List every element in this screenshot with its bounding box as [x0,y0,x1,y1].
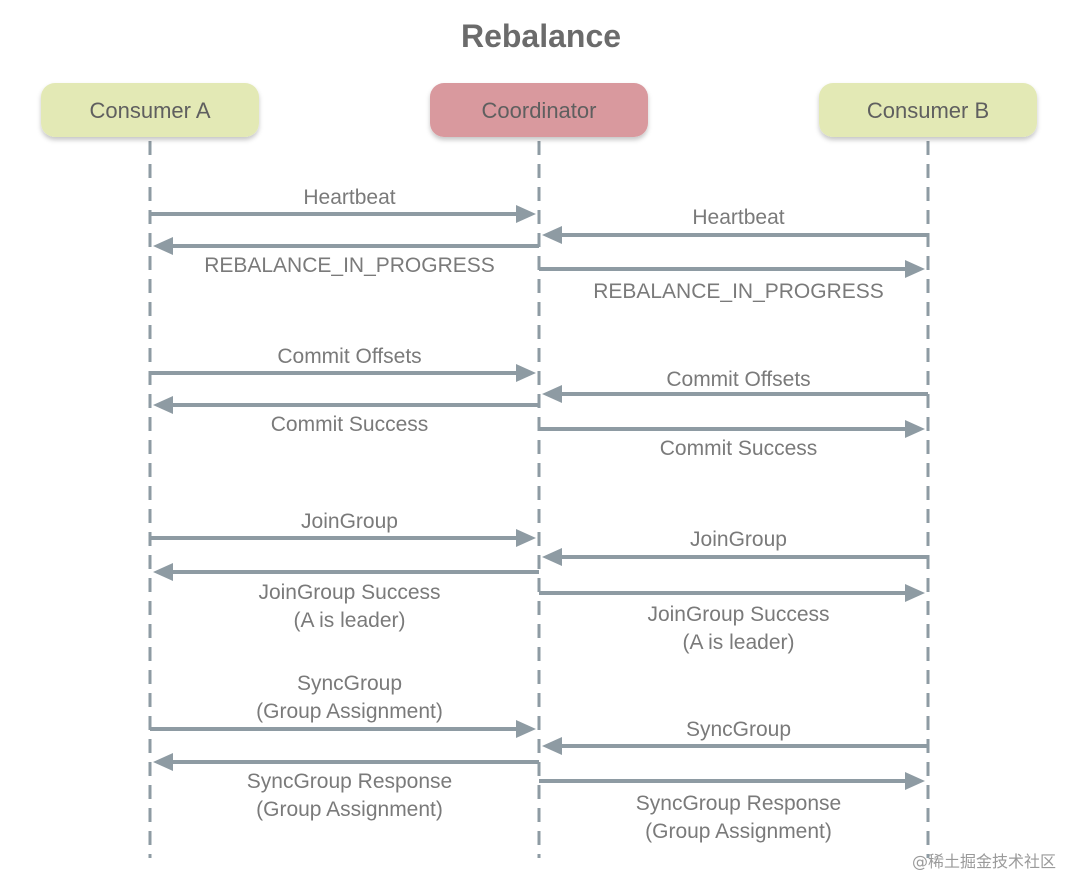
message-2: Heartbeat [542,206,928,244]
arrow-head-icon [516,720,536,738]
arrow-head-icon [153,237,173,255]
message-label: JoinGroup [301,510,398,533]
message-label: JoinGroup Success [647,603,829,626]
message-13: SyncGroup (Group Assignment) [150,672,536,738]
message-label: REBALANCE_IN_PROGRESS [204,254,495,277]
participant-label: Consumer B [867,98,989,123]
arrow-head-icon [905,772,925,790]
participant-box [430,83,648,137]
arrow-head-icon [516,364,536,382]
message-label: (A is leader) [293,609,405,632]
messages: HeartbeatHeartbeatREBALANCE_IN_PROGRESSR… [150,186,928,843]
arrow-head-icon [542,737,562,755]
message-label: (Group Assignment) [256,700,443,723]
message-15: SyncGroup Response (Group Assignment) [153,753,539,821]
arrow-head-icon [516,205,536,223]
arrow-head-icon [542,226,562,244]
message-label: REBALANCE_IN_PROGRESS [593,280,884,303]
participant-a: Consumer A [41,83,259,137]
arrow-head-icon [516,529,536,547]
diagram-title: Rebalance [461,18,621,54]
message-16: SyncGroup Response (Group Assignment) [539,772,925,843]
message-label: Commit Offsets [666,368,810,391]
message-label: (Group Assignment) [645,820,832,843]
message-label: JoinGroup [690,528,787,551]
participants: Consumer A Coordinator Consumer B [41,83,1037,137]
arrow-head-icon [153,396,173,414]
message-label: (A is leader) [682,631,794,654]
arrow-head-icon [905,584,925,602]
arrow-head-icon [905,420,925,438]
message-8: Commit Success [539,420,925,460]
lifelines [148,141,930,858]
message-6: Commit Offsets [542,368,928,403]
arrow-head-icon [542,548,562,566]
message-5: Commit Offsets [150,345,536,382]
participant-box [819,83,1037,137]
message-11: JoinGroup Success (A is leader) [153,563,539,632]
participant-label: Coordinator [482,98,597,123]
arrow-head-icon [153,563,173,581]
message-label: Heartbeat [692,206,784,229]
participant-b: Consumer B [819,83,1037,137]
message-9: JoinGroup [150,510,536,547]
message-14: SyncGroup [542,718,928,755]
message-label: Commit Success [271,413,429,436]
message-label: Heartbeat [303,186,395,209]
message-label: JoinGroup Success [258,581,440,604]
message-label: SyncGroup [686,718,791,741]
participant-box [41,83,259,137]
arrow-head-icon [905,260,925,278]
message-label: SyncGroup [297,672,402,695]
message-label: Commit Success [660,437,818,460]
participant-c: Coordinator [430,83,648,137]
message-4: REBALANCE_IN_PROGRESS [539,260,925,303]
message-label: Commit Offsets [277,345,421,368]
arrow-head-icon [153,753,173,771]
message-label: SyncGroup Response [247,770,452,793]
watermark-text: @稀土掘金技术社区 [912,852,1056,871]
message-7: Commit Success [153,396,539,436]
message-10: JoinGroup [542,528,928,566]
message-3: REBALANCE_IN_PROGRESS [153,237,539,277]
participant-label: Consumer A [89,98,210,123]
message-12: JoinGroup Success (A is leader) [539,584,925,654]
message-label: SyncGroup Response [636,792,841,815]
arrow-head-icon [542,385,562,403]
message-1: Heartbeat [150,186,536,223]
message-label: (Group Assignment) [256,798,443,821]
